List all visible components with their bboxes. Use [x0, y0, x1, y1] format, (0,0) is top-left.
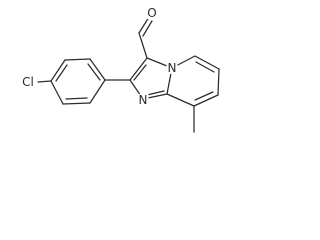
bond-ph-5 — [62, 102, 91, 105]
bond-c8-c8a — [166, 93, 195, 107]
bond-c5-c6-inner — [195, 61, 215, 73]
bond-c7-c8-inner — [194, 91, 214, 101]
bond-ph-1-inner — [87, 63, 101, 81]
chlorine-atom-label: Cl — [21, 75, 35, 89]
bond-c6-c7 — [217, 68, 220, 96]
bond-aldehyde-cc — [138, 32, 148, 59]
bond-aldehyde-co-1 — [138, 16, 150, 34]
structure-canvas: O Cl N N — [0, 0, 227, 153]
bond-c3-c2-inner — [133, 64, 147, 81]
bond-ph-2 — [64, 58, 91, 61]
bond-c5-c6 — [194, 55, 220, 70]
bond-ph-4 — [50, 80, 64, 105]
bond-ph-3 — [50, 59, 66, 82]
bridgehead-nitrogen-label: N — [166, 61, 178, 75]
imidazole-nitrogen-label: N — [137, 93, 149, 107]
bond-c7-c8 — [193, 94, 219, 107]
bond-ph-1 — [89, 58, 106, 81]
oxygen-atom-label: O — [146, 6, 158, 20]
bond-ph-6 — [89, 79, 106, 104]
bond-c-cl — [37, 80, 52, 83]
bond-n1-c8a-inner — [146, 90, 165, 96]
bond-ph-3-inner — [55, 64, 68, 82]
bond-c3-c2 — [129, 57, 148, 81]
bond-ph-5-inner — [65, 97, 88, 100]
bond-aldehyde-co-2 — [142, 20, 153, 37]
